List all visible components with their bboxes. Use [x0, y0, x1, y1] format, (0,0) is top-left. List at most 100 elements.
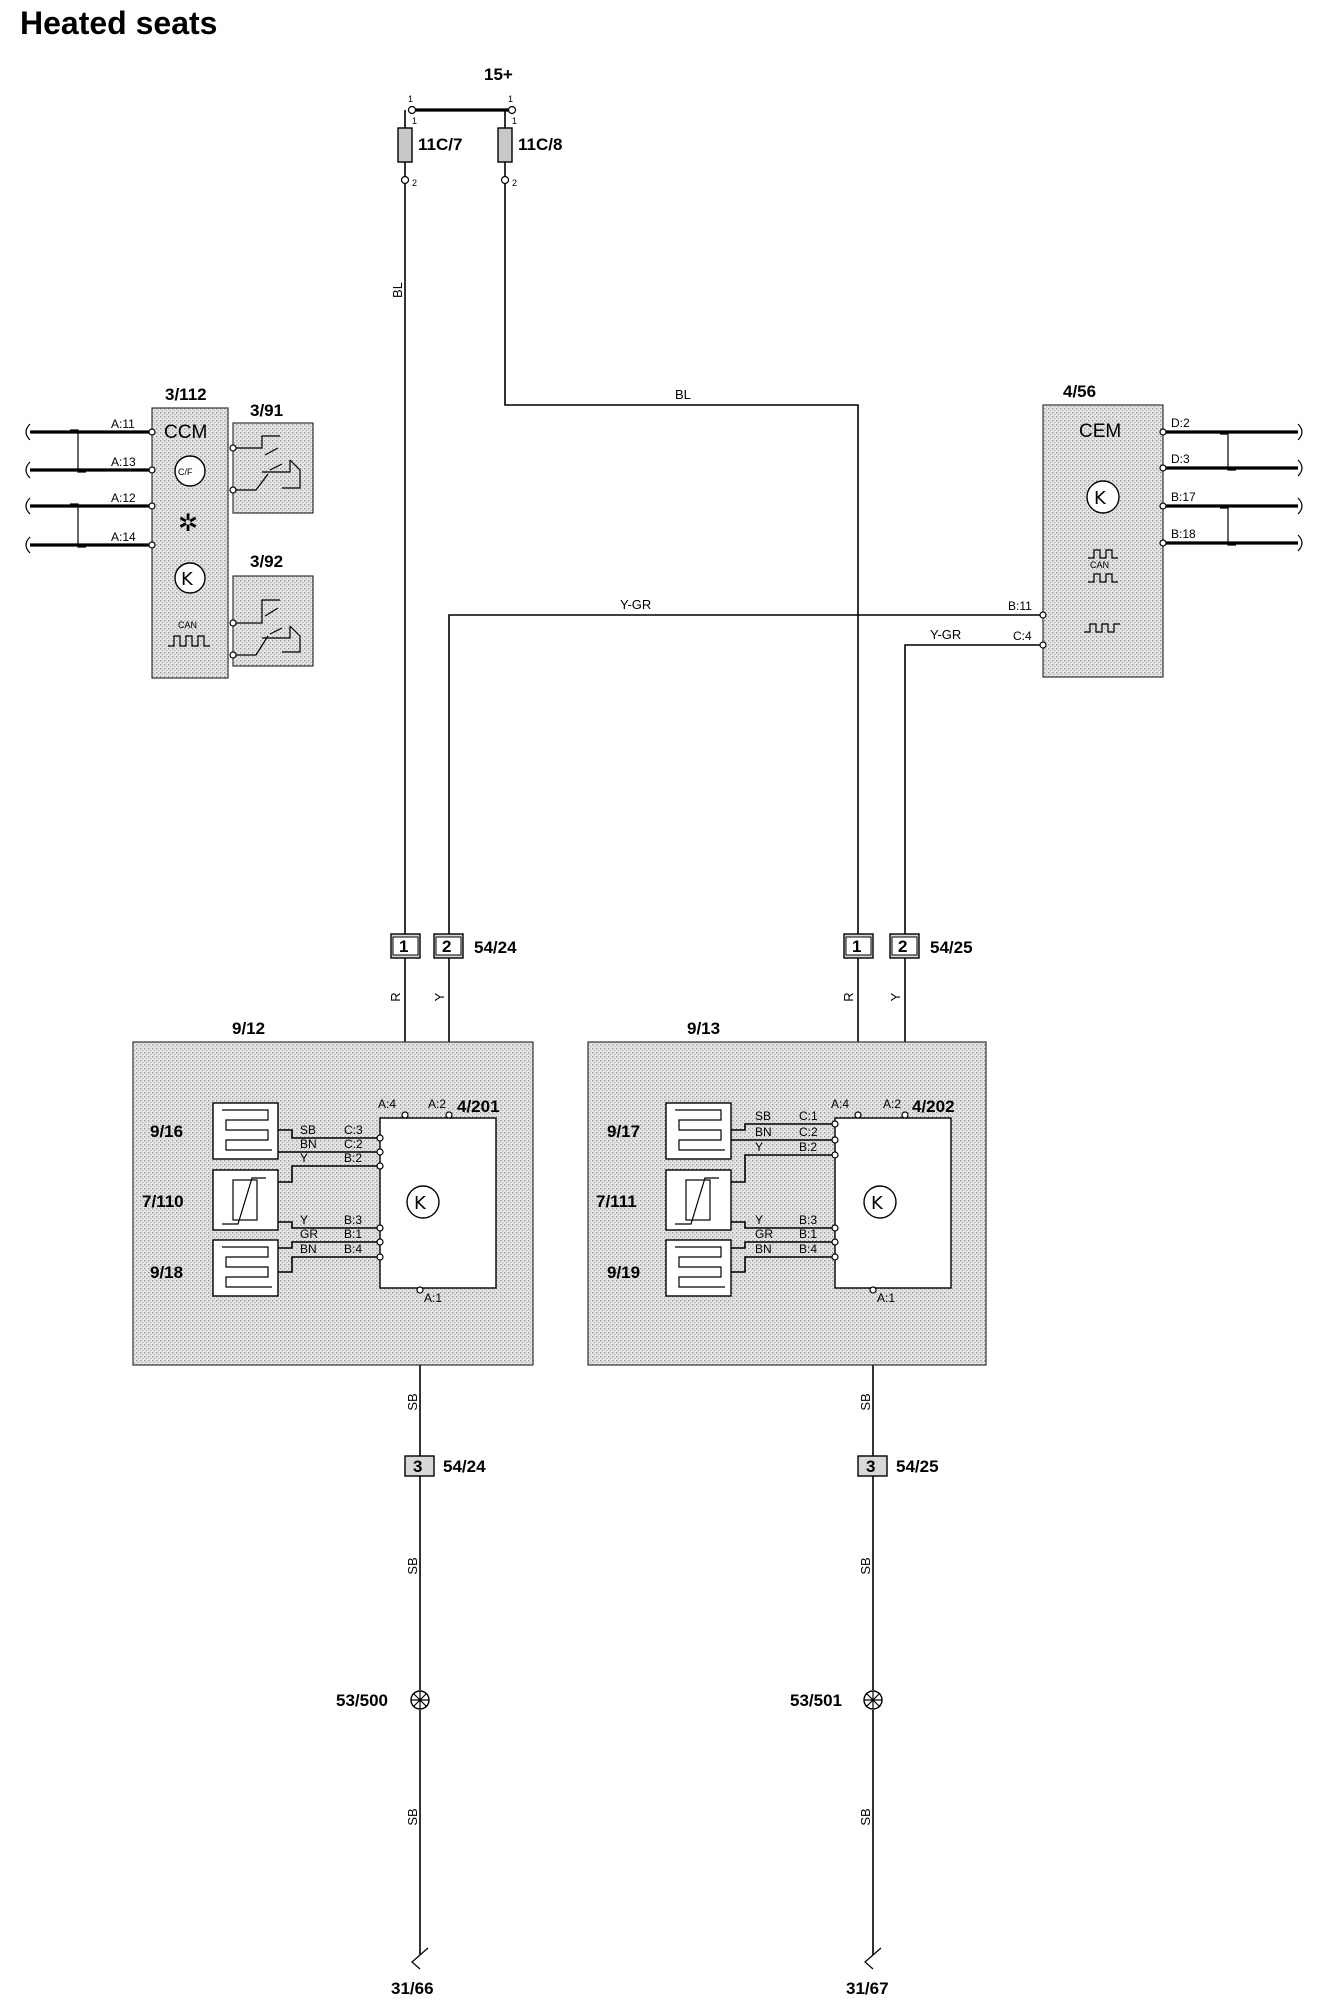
seat-left-wire-2: BN [300, 1137, 317, 1151]
ccm-pin-a14: A:14 [111, 530, 136, 544]
seat-left-pin-a4: A:4 [378, 1097, 396, 1111]
splice-53-500: 53/500 [336, 1690, 430, 1710]
ccm-left-wires [25, 423, 156, 554]
can-bus-icon [168, 635, 210, 647]
page-title: Heated seats [20, 5, 217, 41]
ground-31-67-label: 31/67 [846, 1979, 889, 1998]
seat-left-id: 9/12 [232, 1019, 265, 1038]
control-unit-icon [863, 1185, 897, 1219]
cem-right-wires [1039, 423, 1303, 649]
seat-right-heater-top: 9/17 [607, 1122, 640, 1141]
seat-right-pin-b4: B:4 [799, 1242, 817, 1256]
cem-name: CEM [1079, 421, 1121, 442]
splice-53-501-label: 53/501 [790, 1691, 842, 1710]
wire-sb-right-1: SB [858, 1393, 873, 1410]
switch-3-91-label: 3/91 [250, 401, 283, 420]
splice-53-500-label: 53/500 [336, 1691, 388, 1710]
seat-left-pin-b4: B:4 [344, 1242, 362, 1256]
seat-right-pin-b2: B:2 [799, 1140, 817, 1154]
seat-right-pin-b1: B:1 [799, 1227, 817, 1241]
wire-sb-right-3: SB [858, 1808, 873, 1825]
ground-31-66: 31/66 [391, 1947, 434, 1998]
seat-left-wire-1: SB [300, 1123, 316, 1137]
heater-element-icon [222, 1109, 272, 1151]
wire-y-right: Y [888, 992, 903, 1001]
seat-right-wire-3: Y [755, 1140, 763, 1154]
svg-text:K: K [414, 1193, 427, 1214]
ccm-id: 3/112 [165, 385, 207, 404]
ccm-pin-a11: A:11 [111, 417, 135, 431]
fuse-11c8: 1 2 11C/8 [497, 110, 562, 188]
fuse-11c8-label: 11C/8 [518, 135, 562, 154]
fuse-11c7-pin-top: 1 [412, 116, 417, 126]
control-unit-icon [174, 562, 206, 594]
cem-can: CAN [1090, 560, 1109, 570]
seat-left-module: 4/201 [457, 1097, 500, 1116]
seat-left-heater-top: 9/16 [150, 1122, 183, 1141]
wire-sb-right-2: SB [858, 1557, 873, 1574]
seat-right: 9/13 K 4/202 A:4 A:2 A:1 9/17 7/111 9/19 [587, 1019, 987, 1366]
seat-left-sensor: 7/110 [142, 1192, 184, 1211]
ground-31-67: 31/67 [846, 1947, 889, 1998]
connector-54-24-pin2: 2 [442, 937, 451, 956]
cem-pin-d3: D:3 [1171, 452, 1190, 466]
seat-right-pin-a4: A:4 [831, 1097, 849, 1111]
switch-3-92-icon [232, 599, 301, 656]
seat-right-wire-1: SB [755, 1109, 771, 1123]
sun-icon: ✲ [178, 509, 198, 537]
control-unit-icon [406, 1185, 440, 1219]
seat-left-pin-a2: A:2 [428, 1097, 446, 1111]
seat-left-pin-b3: B:3 [344, 1213, 362, 1227]
wire-sb-left-1: SB [405, 1393, 420, 1410]
ccm-pin-a12: A:12 [111, 491, 136, 505]
seat-right-pin-c2: C:2 [799, 1125, 818, 1139]
seat-right-pin-a1: A:1 [877, 1291, 895, 1305]
temperature-sensor-icon [675, 1177, 719, 1225]
pulse-signal-icon [1084, 623, 1120, 633]
seat-left-pin-b2: B:2 [344, 1151, 362, 1165]
connector-54-25-bottom: 3 54/25 [857, 1455, 939, 1477]
seat-right-wire-5: GR [755, 1227, 773, 1241]
ground-31-66-label: 31/66 [391, 1979, 434, 1998]
wire-ygr-c4: Y-GR [930, 627, 961, 642]
wire-ygr-b11: Y-GR [620, 597, 651, 612]
wire-r-right: R [841, 992, 856, 1001]
seat-left-pin-c3: C:3 [344, 1123, 363, 1137]
seat-right-id: 9/13 [687, 1019, 720, 1038]
connector-54-25-pin1: 1 [852, 937, 861, 956]
thermometer-icon [174, 455, 206, 487]
fuse-11c7: 1 2 11C/7 [397, 110, 462, 188]
cem-module: 4/56 CEM K CAN D:2 D:3 B:17 B:18 B:11 [1008, 382, 1303, 678]
wire-sb-left-3: SB [405, 1808, 420, 1825]
seat-right-pin-a2: A:2 [883, 1097, 901, 1111]
connector-54-25-top: 1 2 54/25 [843, 933, 973, 959]
supply-label: 15+ [484, 65, 513, 84]
seat-right-pin-c1: C:1 [799, 1109, 818, 1123]
seat-right-heater-bottom: 9/19 [607, 1263, 640, 1282]
seat-left-wire-5: GR [300, 1227, 318, 1241]
ccm-name: CCM [164, 422, 207, 443]
wire-bl-left: BL [390, 282, 405, 298]
ccm-module: 3/112 CCM C/F ✲ K CAN 3/91 3/92 [25, 385, 314, 679]
supply-15plus: 15+ 1 1 [407, 65, 517, 115]
svg-text:K: K [181, 569, 194, 590]
svg-text:K: K [1094, 488, 1107, 509]
seat-left-heater-bottom: 9/18 [150, 1263, 183, 1282]
heater-element-icon [222, 1246, 272, 1288]
connector-54-24-label: 54/24 [474, 938, 517, 957]
heater-element-icon [675, 1246, 725, 1288]
connector-54-25-pin3: 3 [866, 1457, 875, 1476]
wire-bl-cross: BL [675, 387, 691, 402]
seat-left: 9/12 K 4/201 A:4 A:2 A:1 9/16 7/110 9/18 [132, 1019, 534, 1366]
fuse-11c7-pin-bottom: 2 [412, 178, 417, 188]
seat-left-wire-3: Y [300, 1151, 308, 1165]
control-unit-icon [1086, 480, 1120, 514]
cem-pin-b11: B:11 [1008, 599, 1032, 613]
connector-54-24-bottom: 3 54/24 [404, 1455, 486, 1477]
seat-left-pin-a1: A:1 [424, 1291, 442, 1305]
connector-54-24-pin3: 3 [413, 1457, 422, 1476]
ccm-temp-symbol: C/F [178, 467, 193, 477]
seat-left-pin-b1: B:1 [344, 1227, 362, 1241]
seat-left-pin-c2: C:2 [344, 1137, 363, 1151]
